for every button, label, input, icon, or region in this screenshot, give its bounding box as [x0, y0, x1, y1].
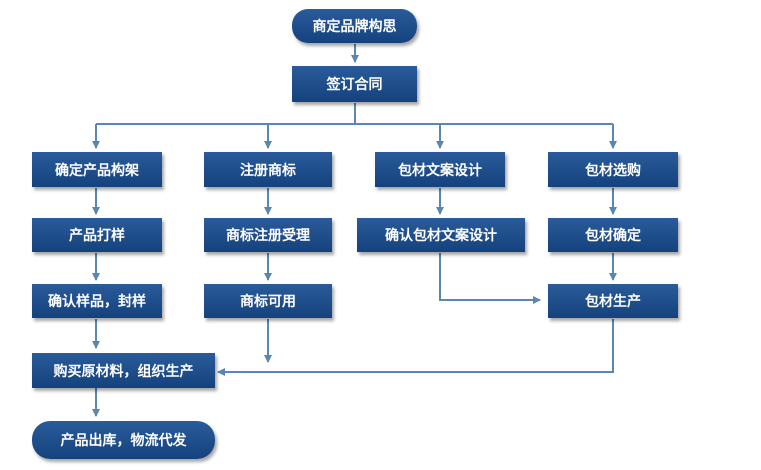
step-confirm-sample: 确认样品，封样 [32, 284, 162, 318]
step-trademark-usable: 商标可用 [204, 284, 332, 318]
step-trademark-accepted: 商标注册受理 [204, 218, 332, 252]
arrow-confirm-design-to-production [439, 253, 541, 304]
step-ship-products: 产品出库，物流代发 [32, 421, 215, 459]
step-sign-contract: 签订合同 [292, 66, 417, 102]
step-product-sample: 产品打样 [32, 218, 162, 252]
step-packaging-production: 包材生产 [548, 284, 678, 318]
step-brand-concept: 商定品牌构思 [292, 9, 417, 43]
step-register-trademark: 注册商标 [204, 152, 332, 187]
arrow-production-to-materials [217, 319, 614, 376]
step-product-framework: 确定产品构架 [32, 152, 162, 187]
step-purchase-materials: 购买原材料，组织生产 [32, 353, 215, 388]
step-confirm-packaging-design: 确认包材文案设计 [357, 218, 525, 252]
step-packaging-design: 包材文案设计 [375, 152, 505, 187]
step-packaging-purchase: 包材选购 [548, 152, 678, 187]
step-packaging-confirmed: 包材确定 [548, 218, 678, 252]
